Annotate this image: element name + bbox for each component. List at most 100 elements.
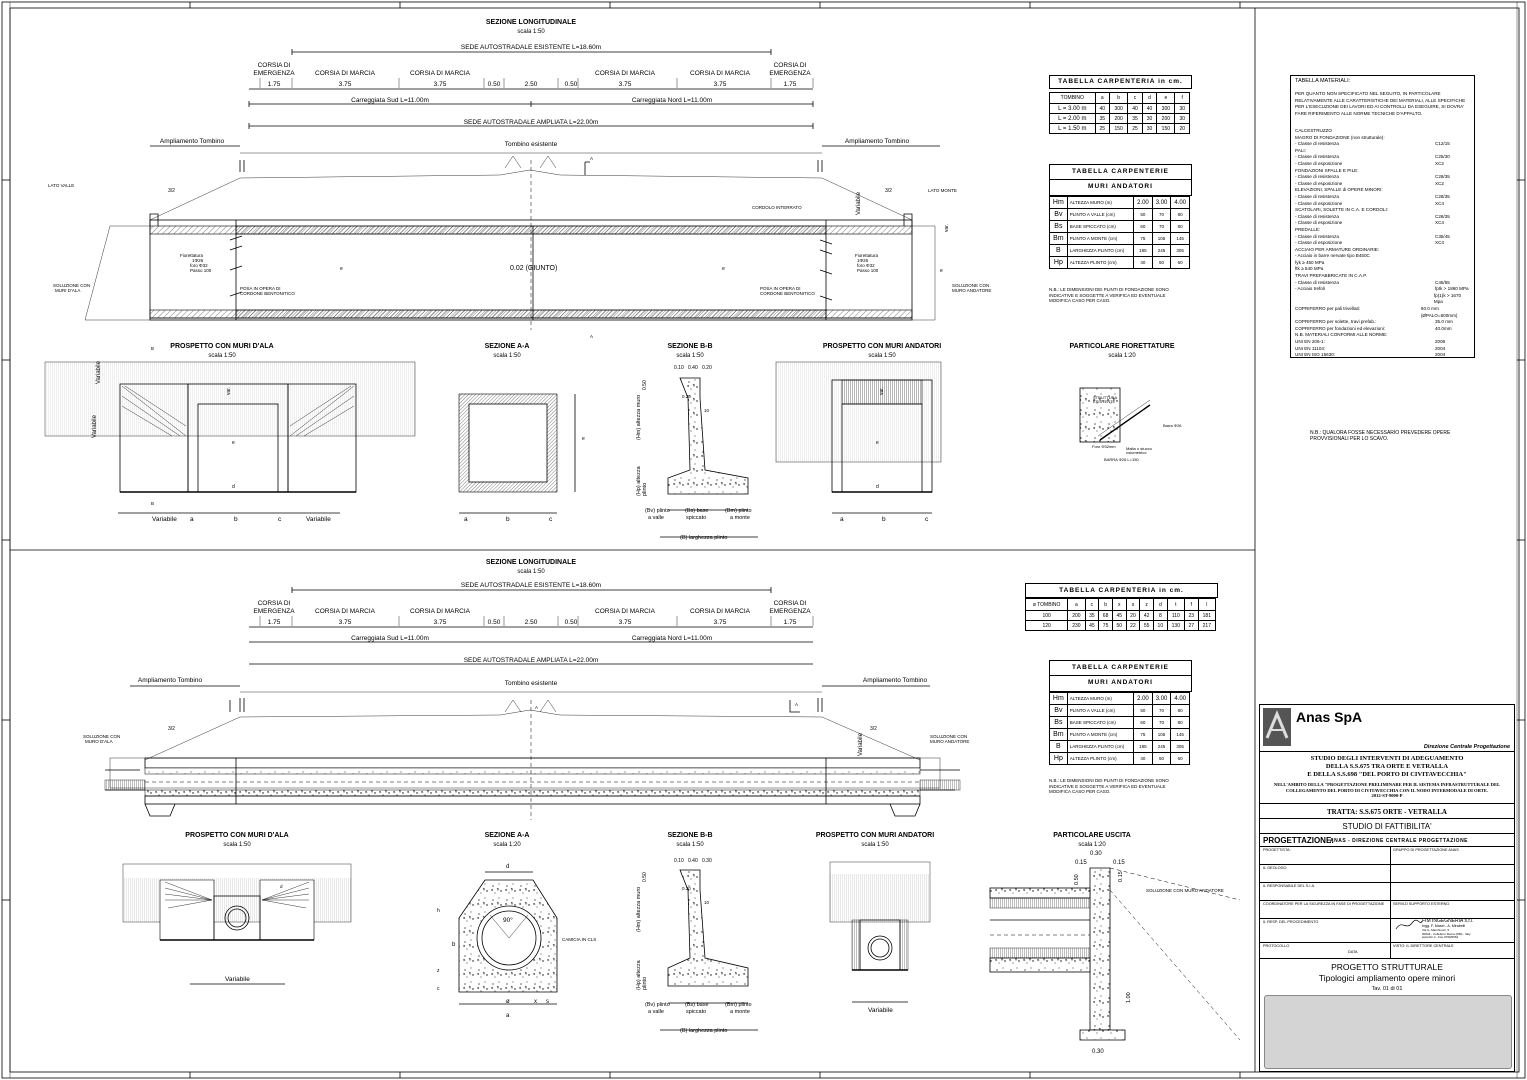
lane-width: 1.75 [268, 619, 281, 626]
td: 40 [1127, 103, 1143, 114]
top-prosp-and-title: PROSPETTO CON MURI ANDATORI [823, 343, 941, 350]
lane-width: 0.50 [565, 81, 578, 88]
lane-name: CORSIA DI MARCIA [315, 608, 376, 615]
td: 30 [1141, 113, 1158, 124]
lane-width: 3.75 [434, 619, 447, 626]
bottom-prosp-ala-title: PROSPETTO CON MURI D'ALA [185, 832, 288, 839]
top-lato-monte: LATO MONTE [928, 188, 957, 193]
td: 70 [1151, 704, 1172, 717]
td: 185 [1133, 740, 1153, 753]
bottom-prosp-and-scale: scala 1:50 [861, 842, 889, 848]
td: 200 [1156, 113, 1176, 124]
bottom-aa-angle: 90° [503, 916, 513, 924]
material-value: C35/45 [1435, 233, 1450, 239]
td: 42 [1139, 610, 1154, 621]
td: 60 [1170, 752, 1190, 765]
td: PLINTO A VALLE (cm) [1066, 208, 1135, 221]
bottom-usc-100: 1.00 [1126, 992, 1132, 1003]
lane-width: 3.75 [619, 619, 632, 626]
td: 70 [1151, 220, 1172, 233]
material-key: SCATOLARI, SOLETTE IN C.A. E CORDOLI: [1295, 207, 1389, 213]
top-prosp-ala-title: PROSPETTO CON MURI D'ALA [170, 343, 273, 350]
th: f [1183, 598, 1199, 611]
materials-panel: TABELLA MATERIALI: PER QUANTO NON SPECIF… [1290, 75, 1475, 358]
tb-progettazione: PROGETTAZIONE: [1263, 836, 1334, 845]
lane-width: 3.75 [714, 81, 727, 88]
material-value: C28/35 [1435, 174, 1450, 180]
top-carr-nord: Carreggiata Nord L=11.00m [632, 97, 712, 104]
tb-fim: FIM INGEGNERIA s.r.l. [1422, 918, 1474, 924]
td: 25 [1127, 123, 1143, 134]
material-key: COPRIFERRO per fondazioni ed elevazioni: [1295, 325, 1386, 331]
lane-width: 2.50 [525, 619, 538, 626]
bottom-part-uscita-title: PARTICOLARE USCITA [1053, 832, 1131, 839]
material-key: - Acciaio trefoli [1295, 286, 1325, 292]
material-value: C28/35 [1435, 213, 1450, 219]
td: 200 [1109, 113, 1129, 124]
top-longitudinal-section: SEZIONE LONGITUDINALE scala 1:50 SEDE AU… [48, 19, 991, 339]
td: 305 [1170, 244, 1190, 257]
material-value: C28/35 [1435, 193, 1450, 199]
bottom-sez-bb-title: SEZIONE B-B [667, 832, 712, 839]
bottom-prosp-ala-variabile: Variabile [225, 976, 250, 983]
td: BASE SPICCATO (cm) [1066, 220, 1135, 233]
lane-name: CORSIA DI MARCIA [595, 70, 656, 77]
top-fior-barra-len: BARRA Φ26 L=150 [1104, 457, 1139, 462]
tb-fim-addr: Via G. Marchionni, 5 00034 - Colleferro … [1422, 928, 1471, 940]
th: s [1125, 598, 1141, 611]
lane-width: 3.75 [714, 619, 727, 626]
top-bb-h2: 0.50 [642, 380, 648, 390]
top-particolare-fiorettature: PARTICOLARE FIORETTATURE scala 1:20 STRU… [1070, 343, 1183, 462]
bottom-and-variabile: Variabile [868, 1007, 893, 1014]
bottom-aa-h: h [437, 908, 440, 914]
top-sez-aa-scale: scala 1:50 [493, 353, 521, 359]
th: 3.00 [1151, 692, 1172, 705]
tb-field-key: PROTOCOLLO [1263, 944, 1290, 948]
material-key: - Classe di resistenza [1295, 213, 1339, 219]
lane-name: CORSIA DI [258, 62, 291, 69]
material-key: - Classe di esposizione [1295, 200, 1343, 206]
bottom-carr-nord: Carreggiata Nord L=11.00m [632, 635, 712, 642]
td: 105 [1151, 728, 1172, 741]
td: 55 [1139, 620, 1154, 631]
top-bb-dim2: 0.40 [688, 365, 698, 371]
td: ALTEZZA PLINTO (cm) [1066, 752, 1135, 765]
tb-data: DATA [1348, 950, 1358, 954]
bottom-prospetto-muri-andatori: PROSPETTO CON MURI ANDATORI scala 1:50 V… [816, 832, 934, 1014]
top-prosp-ala-variabile2: Variabile [92, 414, 98, 438]
td: 35 [1094, 113, 1111, 124]
material-row: SCATOLARI, SOLETTE IN C.A. E CORDOLI: [1295, 207, 1471, 214]
tb-field-value: SERVIZI SUPPORTO ESTERNO [1393, 902, 1450, 906]
lane-width: 0.50 [488, 81, 501, 88]
material-row: N.B. MATERIALI CONFORMI ALLE NORME: [1295, 332, 1471, 339]
material-key: - Classe di esposizione [1295, 160, 1343, 166]
td: BASE SPICCATO (cm) [1066, 716, 1135, 729]
material-value: 2004 [1435, 345, 1446, 351]
bottom-sezione-bb: SEZIONE B-B scala 1:50 0.10 0.40 0.30 (H… [636, 832, 758, 1034]
top-sede-esistente: SEDE AUTOSTRADALE ESISTENTE L=18.60m [461, 44, 601, 51]
td: 145 [1170, 728, 1190, 741]
tb-studio-fatt: STUDIO DI FATTIBILITA' [1342, 822, 1432, 831]
bottom-sez-aa-title: SEZIONE A-A [485, 832, 530, 839]
top-sezione-bb: SEZIONE B-B scala 1:50 0.10 0.40 0.20 (H… [636, 343, 758, 541]
materials-intro: PER QUANTO NON SPECIFICATO NEL SEGUITO, … [1295, 91, 1466, 116]
th: b [1098, 598, 1113, 611]
top-ampl-left: Ampliamento Tombino [160, 138, 225, 145]
top-bb-b: (B) larghezza plinto [680, 535, 727, 541]
material-key: MAGRO DI FONDAZIONE (non strutturale): [1295, 134, 1385, 140]
material-key: - Classe di resistenza [1295, 174, 1339, 180]
top-giunto: 0.02 (GIUNTO) [510, 265, 557, 272]
td: 27 [1183, 620, 1199, 631]
lane-name: EMERGENZA [769, 608, 811, 615]
tb-field-value: VISTO: IL DIRETTORE CENTRALE [1393, 944, 1454, 948]
td: 50 [1151, 752, 1172, 765]
td: 217 [1197, 620, 1217, 631]
material-value: C12/15 [1435, 141, 1450, 147]
